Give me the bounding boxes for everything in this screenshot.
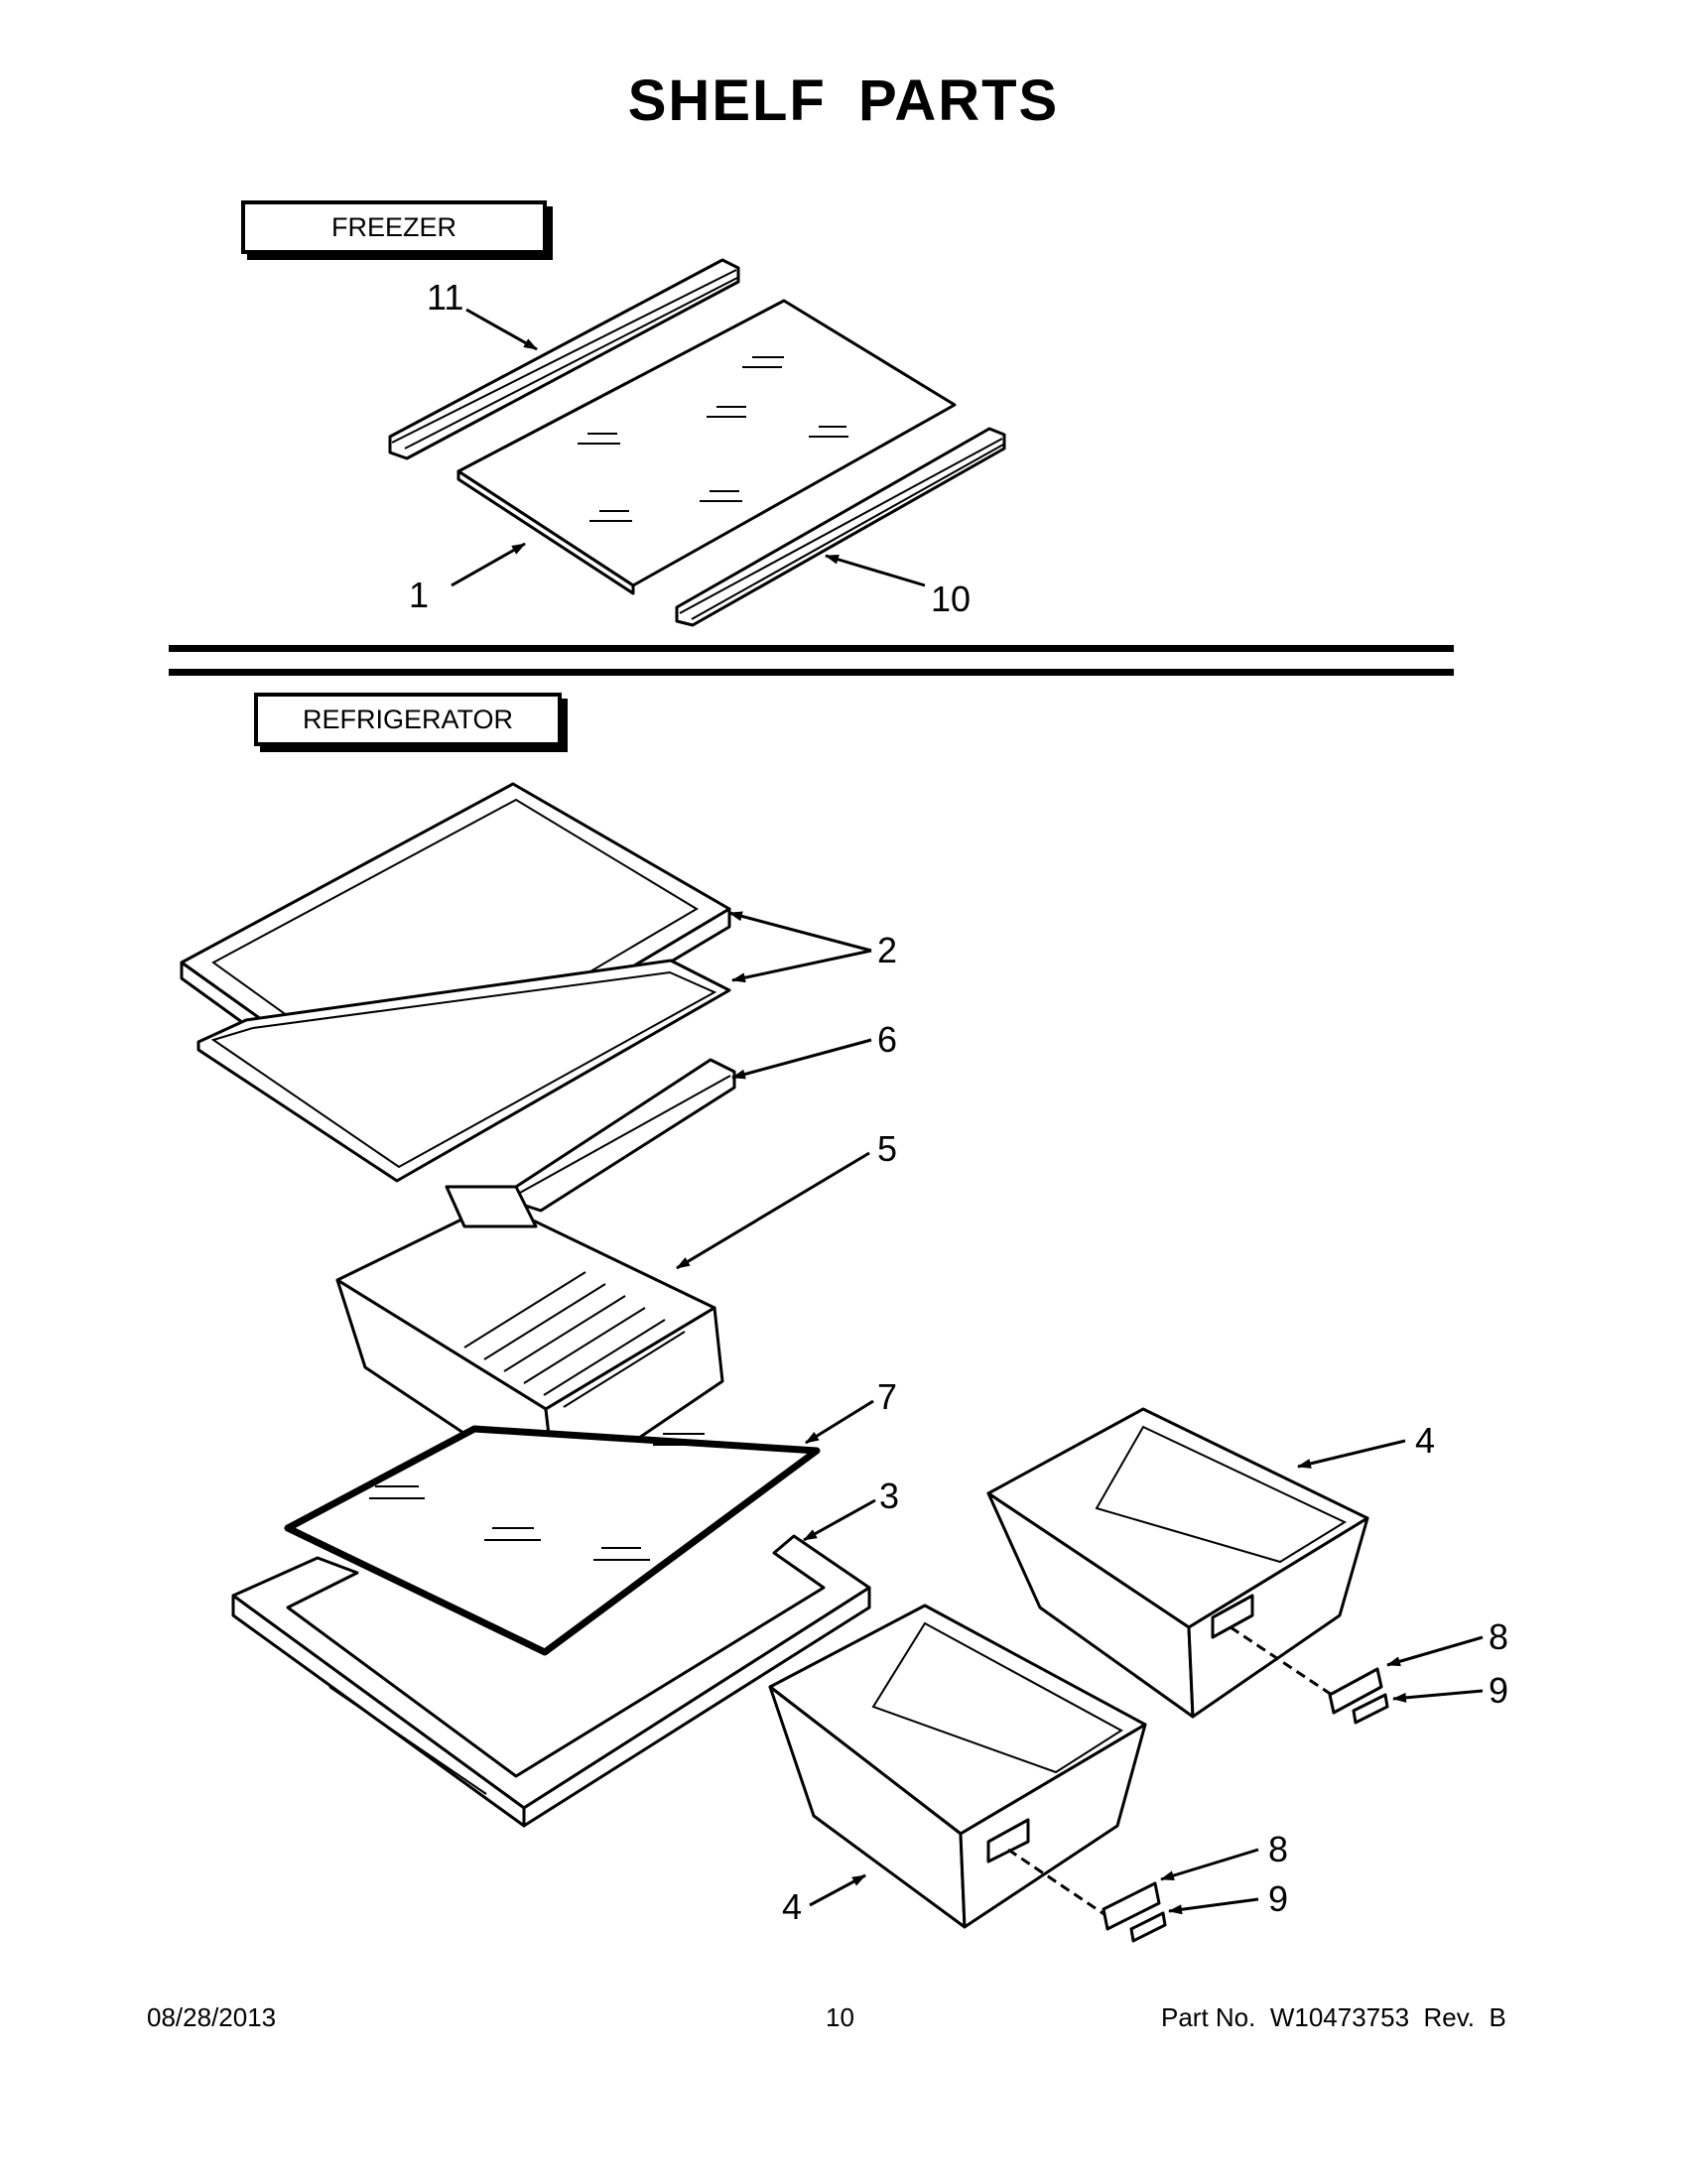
right-humidity-control-part (1230, 1625, 1389, 1725)
callout-2: 2 (877, 930, 897, 970)
leader-2a (728, 911, 872, 953)
leader-9-right (1392, 1689, 1484, 1703)
leader-10 (825, 554, 926, 587)
callout-10: 10 (931, 578, 971, 619)
freezer-glass-shelf-part (456, 299, 957, 595)
callout-8-left: 8 (1268, 1829, 1288, 1869)
leader-7 (805, 1399, 874, 1445)
leader-6 (731, 1038, 872, 1080)
leader-5 (676, 1151, 870, 1270)
leader-8-right (1386, 1635, 1484, 1667)
left-crisper-drawer-part (768, 1604, 1147, 1929)
leader-4-right (1297, 1439, 1406, 1469)
leader-4-left (809, 1873, 866, 1907)
callout-6: 6 (877, 1019, 897, 1060)
freezer-section-label: FREEZER (241, 200, 547, 254)
right-crisper-drawer-part (986, 1407, 1369, 1719)
callout-9-left: 9 (1268, 1878, 1288, 1919)
footer-page-number: 10 (826, 2002, 854, 2032)
refrigerator-section-label: REFRIGERATOR (254, 693, 562, 746)
leader-3 (803, 1498, 876, 1542)
left-humidity-control-part (1007, 1848, 1167, 1943)
leader-1 (451, 542, 526, 587)
leader-11 (465, 308, 538, 351)
freezer-rear-trim-part (388, 258, 740, 460)
callout-11: 11 (427, 277, 463, 318)
callout-7: 7 (877, 1376, 897, 1417)
callout-5: 5 (877, 1128, 897, 1169)
callout-4-right: 4 (1415, 1420, 1435, 1461)
callout-9-right: 9 (1489, 1670, 1508, 1711)
lower-shelf-frame-part (196, 959, 731, 1183)
callout-4-left: 4 (782, 1886, 802, 1927)
leader-8-left (1160, 1848, 1259, 1881)
crisper-glass-part (284, 1425, 821, 1656)
freezer-front-trim-part (675, 427, 1006, 627)
section-divider-top (169, 645, 1454, 652)
callout-8-right: 8 (1489, 1616, 1508, 1657)
leader-2b (731, 949, 872, 983)
callout-3: 3 (879, 1476, 899, 1516)
crisper-cover-frame-part (231, 1534, 871, 1828)
leader-9-left (1168, 1897, 1259, 1915)
callout-1: 1 (409, 575, 429, 615)
footer-date: 08/28/2013 (147, 2002, 277, 2032)
section-divider-bottom (169, 669, 1454, 676)
page-title: SHELF PARTS (627, 68, 1060, 133)
footer-part-number: Part No. W10473753 Rev. B (1161, 2002, 1506, 2032)
